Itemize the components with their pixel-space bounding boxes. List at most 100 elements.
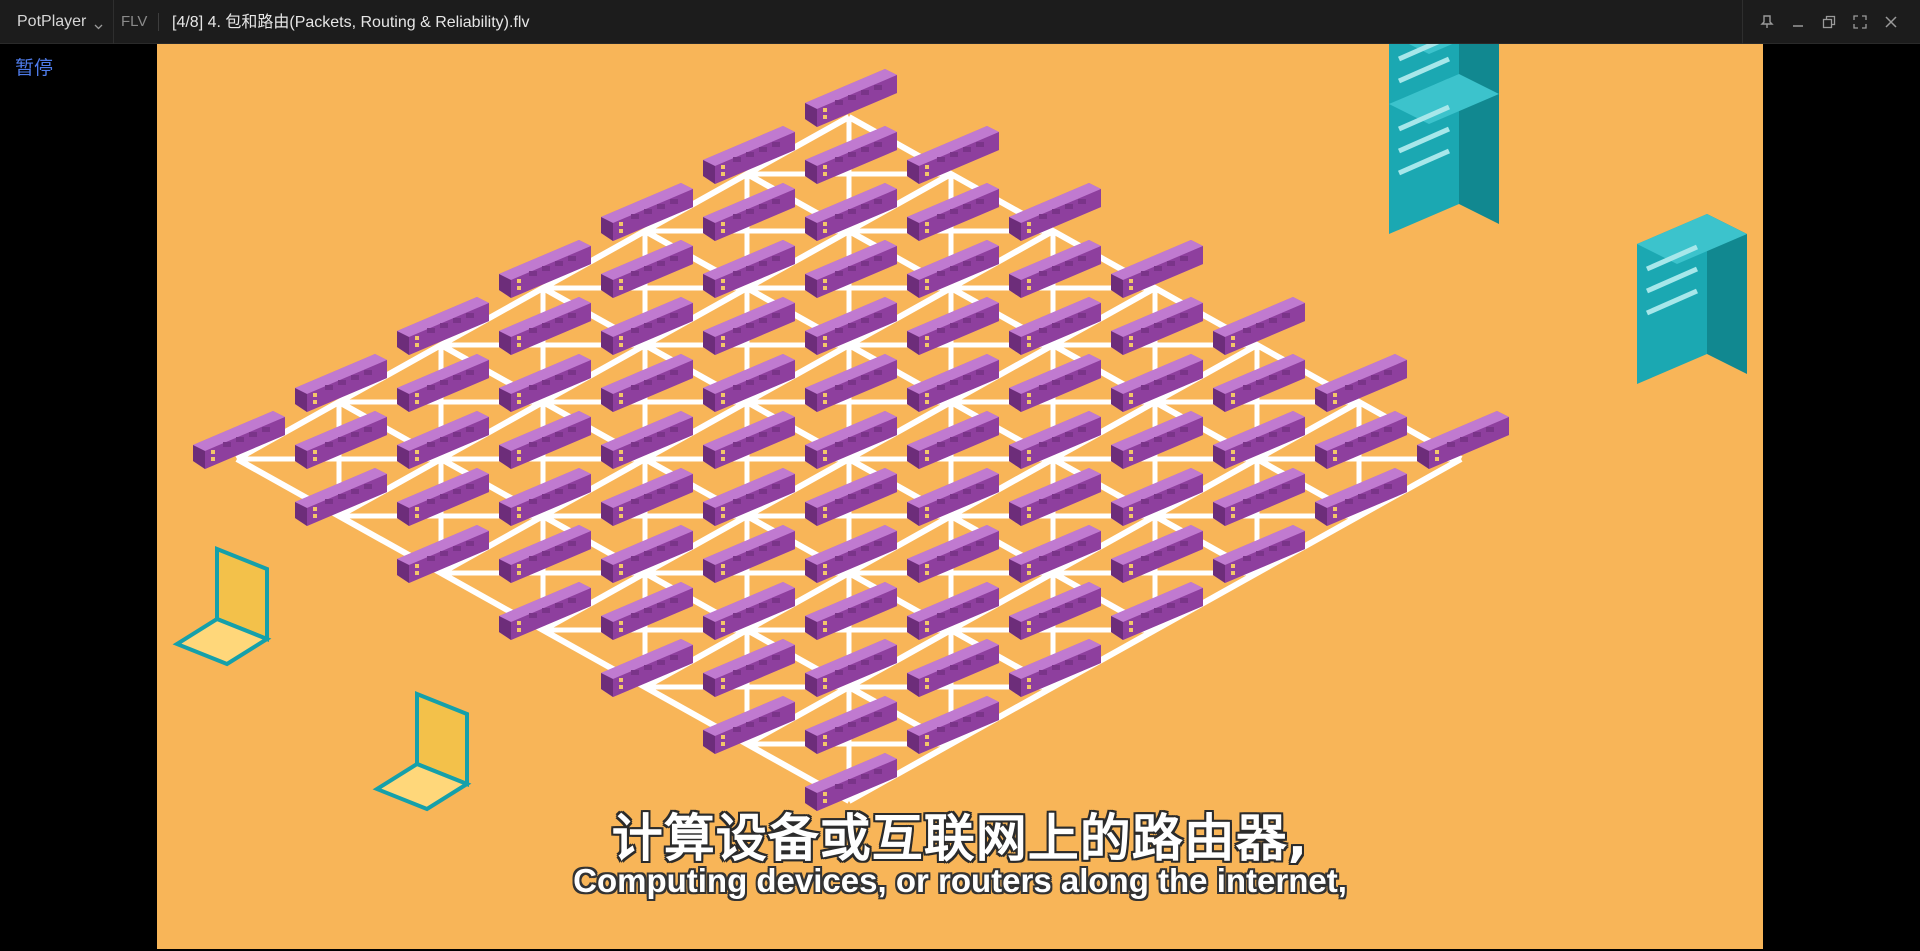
router-node: [499, 525, 591, 583]
router-node: [499, 582, 591, 640]
router-node: [1213, 411, 1305, 469]
router-node: [1009, 183, 1101, 241]
router-node: [1009, 525, 1101, 583]
router-node: [1111, 240, 1203, 298]
router-node: [907, 240, 999, 298]
pause-status: 暂停: [15, 58, 54, 79]
router-node: [601, 411, 693, 469]
router-node: [805, 69, 897, 127]
router-node: [397, 411, 489, 469]
router-node: [499, 468, 591, 526]
router-node: [1315, 468, 1407, 526]
router-node: [703, 525, 795, 583]
router-node: [601, 468, 693, 526]
router-node: [193, 411, 285, 469]
router-node: [907, 468, 999, 526]
router-node: [295, 411, 387, 469]
router-node: [1009, 240, 1101, 298]
router-node: [907, 354, 999, 412]
router-node: [1213, 297, 1305, 355]
router-node: [1009, 354, 1101, 412]
server-icon: [1637, 214, 1747, 384]
close-icon[interactable]: [1875, 0, 1906, 44]
router-node: [397, 297, 489, 355]
router-node: [907, 183, 999, 241]
window-controls: [1742, 0, 1920, 44]
router-node: [601, 582, 693, 640]
router-node: [1111, 297, 1203, 355]
router-node: [295, 468, 387, 526]
router-node: [907, 639, 999, 697]
chevron-down-icon: [94, 18, 103, 30]
router-node: [805, 696, 897, 754]
file-title: [4/8] 4. 包和路由(Packets, Routing & Reliabi…: [172, 14, 530, 31]
router-node: [601, 639, 693, 697]
pin-icon[interactable]: [1751, 0, 1782, 44]
router-node: [1111, 468, 1203, 526]
app-name: PotPlayer: [17, 13, 87, 30]
router-node: [499, 240, 591, 298]
router-node: [703, 696, 795, 754]
laptop-icon: [372, 691, 472, 812]
router-node: [805, 240, 897, 298]
router-node: [805, 354, 897, 412]
router-node: [1009, 468, 1101, 526]
router-node: [1111, 411, 1203, 469]
router-node: [703, 468, 795, 526]
router-node: [805, 582, 897, 640]
minimize-icon[interactable]: [1782, 0, 1813, 44]
router-node: [907, 696, 999, 754]
router-node: [703, 639, 795, 697]
router-node: [1111, 354, 1203, 412]
router-node: [295, 354, 387, 412]
router-node: [703, 297, 795, 355]
router-node: [703, 183, 795, 241]
title-separator: [158, 13, 159, 31]
format-label: FLV: [121, 13, 148, 30]
server-icon: [1389, 74, 1499, 234]
router-node: [907, 582, 999, 640]
router-node: [1213, 354, 1305, 412]
router-node: [601, 183, 693, 241]
router-node: [601, 525, 693, 583]
router-node: [805, 639, 897, 697]
router-node: [907, 126, 999, 184]
router-node: [805, 126, 897, 184]
router-node: [601, 354, 693, 412]
router-node: [805, 468, 897, 526]
subtitle-chinese: 计算设备或互联网上的路由器,: [611, 810, 1309, 869]
router-node: [703, 582, 795, 640]
router-node: [397, 468, 489, 526]
router-node: [499, 411, 591, 469]
router-node: [601, 297, 693, 355]
router-node: [805, 525, 897, 583]
video-area[interactable]: [157, 44, 1763, 949]
router-node: [1009, 411, 1101, 469]
router-node: [1111, 582, 1203, 640]
router-node: [397, 354, 489, 412]
router-node: [703, 240, 795, 298]
network-illustration: [172, 44, 1747, 812]
router-node: [805, 183, 897, 241]
router-node: [1213, 468, 1305, 526]
router-node: [499, 354, 591, 412]
laptop-icon: [172, 546, 272, 667]
router-node: [703, 354, 795, 412]
router-node: [907, 411, 999, 469]
router-node: [499, 297, 591, 355]
router-node: [1213, 525, 1305, 583]
router-node: [1009, 297, 1101, 355]
fullscreen-icon[interactable]: [1844, 0, 1875, 44]
router-node: [1009, 639, 1101, 697]
router-node: [601, 240, 693, 298]
router-node: [805, 297, 897, 355]
router-node: [703, 411, 795, 469]
router-node: [907, 525, 999, 583]
router-node: [1009, 582, 1101, 640]
app-menu-button[interactable]: PotPlayer: [0, 0, 114, 44]
router-node: [703, 126, 795, 184]
router-node: [1315, 354, 1407, 412]
restore-icon[interactable]: [1813, 0, 1844, 44]
router-node: [1417, 411, 1509, 469]
router-node: [805, 753, 897, 811]
